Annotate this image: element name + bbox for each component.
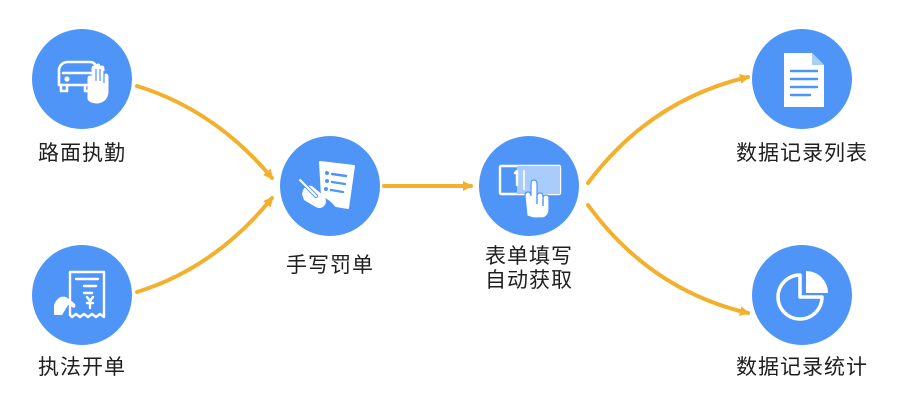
- car-stop-hand-icon: [57, 60, 109, 104]
- handwriting-form-icon: [298, 161, 355, 209]
- label-auto-fill-line1: 表单填写: [485, 244, 573, 268]
- arrow-autofill-to-stats: [586, 203, 750, 317]
- pie-chart-icon: [776, 271, 828, 321]
- node-handwritten-fine: [280, 136, 380, 236]
- label-auto-fill: 表单填写 自动获取: [469, 244, 589, 292]
- document-list-icon: [784, 53, 824, 107]
- arrow-road-to-fine: [135, 84, 274, 180]
- label-data-list: 数据记录列表: [736, 141, 868, 165]
- node-data-stats: [752, 245, 852, 345]
- node-auto-fill: [479, 136, 579, 236]
- label-data-stats: 数据记录统计: [736, 355, 868, 379]
- node-enforcement-ticket: [32, 245, 132, 345]
- label-road-enforcement: 路面执勤: [38, 141, 126, 165]
- node-data-list: [752, 29, 852, 129]
- receipt-hand-icon: [54, 270, 106, 319]
- node-road-enforcement: [32, 29, 132, 129]
- label-handwritten-fine: 手写罚单: [286, 253, 374, 277]
- arrow-autofill-to-list: [586, 73, 750, 185]
- arrow-ticket-to-fine: [135, 196, 274, 294]
- touch-form-icon: [498, 164, 562, 219]
- label-enforcement-ticket: 执法开单: [38, 355, 126, 379]
- label-auto-fill-line2: 自动获取: [485, 268, 573, 292]
